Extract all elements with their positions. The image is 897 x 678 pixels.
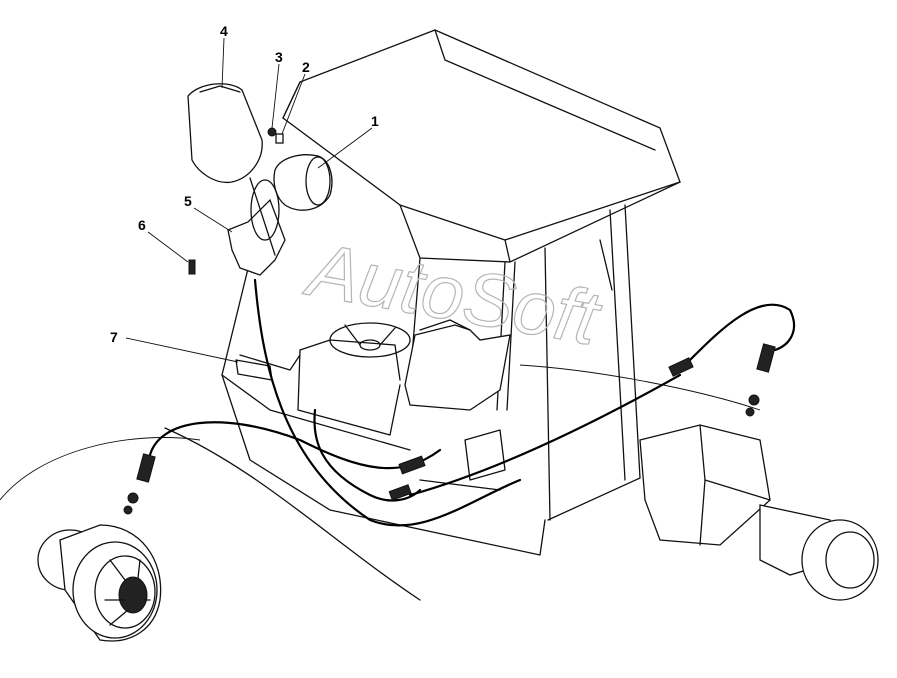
callout-5: 5 [184, 193, 192, 209]
cab [221, 29, 681, 556]
callout-2: 2 [302, 59, 310, 75]
callout-4: 4 [220, 23, 228, 39]
callout-6: 6 [138, 217, 146, 233]
cable-fittings [123, 343, 776, 515]
callout-3: 3 [275, 49, 283, 65]
callout-leaders [125, 37, 373, 363]
floor-outline [0, 364, 761, 601]
callout-7: 7 [110, 329, 118, 345]
right-axle [639, 424, 879, 601]
part-5-bracket [227, 177, 286, 276]
callout-1: 1 [371, 113, 379, 129]
callouts: 1 2 3 4 5 6 7 [110, 23, 379, 345]
part-4-cover [187, 83, 263, 184]
part-6-screw [188, 259, 196, 275]
left-wheel-hub [37, 524, 162, 642]
part-3-washer [267, 127, 277, 137]
part-2-bolt [275, 133, 284, 144]
part-1-gauge [273, 154, 333, 211]
